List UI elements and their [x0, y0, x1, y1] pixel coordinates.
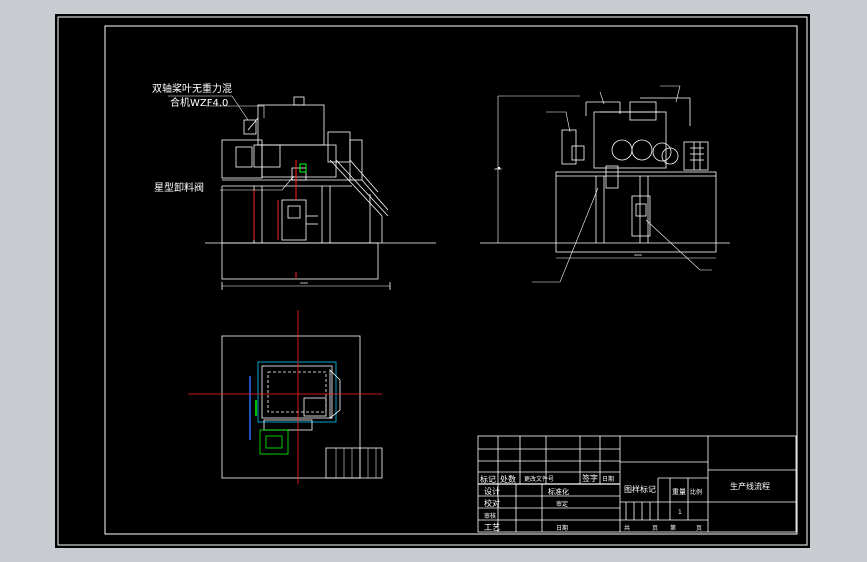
- valve-label: 星型卸料阀: [154, 181, 204, 194]
- side-view-width-dimension: 4000: [634, 253, 642, 257]
- date-label: 日期: [556, 524, 568, 532]
- front-view-width-dimension: 4000: [300, 281, 308, 285]
- mixer-label-line1: 双轴桨叶无重力混: [152, 82, 232, 95]
- title-block: [477, 435, 797, 533]
- weight-label: 重量: [672, 488, 686, 496]
- side-view-height-dimension: 4500: [494, 167, 502, 171]
- drawing-title: 生产线流程: [730, 481, 770, 491]
- row-design: 设计: [484, 486, 500, 496]
- side-view: [480, 95, 730, 259]
- front-view: [205, 96, 436, 290]
- standardize-label: 标准化: [548, 487, 569, 496]
- stage-mark-label: 图样标记: [624, 484, 656, 494]
- plan-view: [221, 335, 383, 479]
- sheet-unit-1: 页: [652, 525, 658, 532]
- row-check: 校对: [484, 498, 500, 508]
- side-view-leaders: [498, 85, 712, 283]
- header-change-doc: 更改文件号: [524, 475, 554, 483]
- header-date: 日期: [602, 475, 614, 483]
- drawing-sheet: [55, 14, 810, 548]
- sheet-unit-2: 页: [696, 525, 702, 532]
- approve-label: 审定: [556, 500, 568, 508]
- row-process: 工艺: [484, 523, 500, 532]
- scale-label: 比例: [690, 488, 702, 496]
- inner-border: [104, 25, 798, 535]
- header-count: 处数: [500, 474, 516, 484]
- front-view-leaders: [168, 95, 295, 191]
- sheet-total-label: 共: [624, 524, 630, 532]
- header-signature: 签字: [582, 473, 598, 483]
- sheet-no-label: 第: [670, 524, 676, 532]
- row-review: 审核: [484, 512, 496, 520]
- front-view-highlights: [253, 160, 307, 278]
- header-mark: 标记: [480, 474, 496, 484]
- title-block-text: 标记 处数 更改文件号 签字 日期 设计 校对 审核 工艺 标准化 审定 日期 …: [480, 473, 770, 532]
- plan-view-center-lines: [188, 310, 382, 484]
- scale-value: 1: [678, 509, 682, 516]
- mixer-label-line2: 合机WZF4.0: [170, 96, 228, 109]
- outer-border: [57, 16, 808, 546]
